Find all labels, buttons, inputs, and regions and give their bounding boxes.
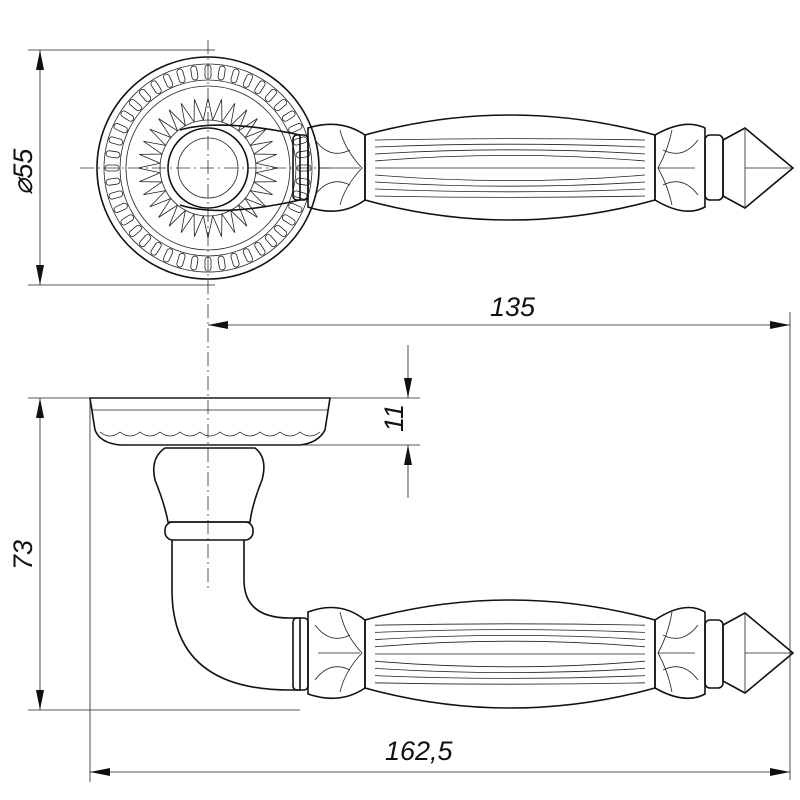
- rosette-bead: [217, 255, 226, 271]
- handle-rib: [374, 149, 646, 155]
- dimension-rosette-height: 11: [28, 345, 420, 498]
- rosette-bead: [295, 177, 311, 186]
- rosette-bead: [113, 123, 128, 134]
- rosette-bead: [120, 110, 135, 122]
- rosette-top-view: [96, 56, 320, 280]
- total-height-label: 73: [8, 540, 38, 570]
- handle-rib: [374, 181, 646, 187]
- rosette-bead: [176, 68, 186, 84]
- rosette-bead: [108, 136, 124, 146]
- handle-rib: [374, 195, 646, 198]
- rosette-bead: [108, 190, 124, 200]
- rosette-bead: [163, 73, 174, 88]
- rosette-bead: [150, 80, 162, 95]
- handle-rib: [374, 143, 646, 148]
- handle-rib: [374, 174, 646, 181]
- rosette-bead: [105, 150, 121, 159]
- lever-side-view: [152, 447, 795, 709]
- rosette-bead: [264, 234, 277, 247]
- handle-rib: [374, 155, 646, 162]
- rosette-bead: [274, 224, 287, 237]
- diameter-label: ⌀55: [8, 148, 38, 195]
- dimension-total-length: 162,5: [89, 398, 790, 782]
- center-lines: [80, 40, 330, 590]
- handle-rib: [374, 675, 646, 679]
- rosette-side-view: [89, 397, 331, 446]
- handle-rib: [374, 623, 646, 626]
- rosette-bead: [129, 99, 142, 112]
- rosette-bead: [204, 256, 212, 272]
- rosette-bead: [242, 248, 253, 263]
- handle-rib: [374, 635, 646, 640]
- handle-rib: [374, 682, 646, 685]
- rosette-bead: [176, 252, 186, 268]
- lever-length-label: 135: [490, 292, 536, 322]
- rosette-bead: [296, 164, 312, 172]
- rosette-bead: [113, 202, 128, 213]
- handle-rib: [374, 188, 646, 193]
- rosette-bead: [105, 177, 121, 186]
- rosette-bead: [120, 214, 135, 226]
- rosette-bead: [104, 164, 120, 172]
- rosette-bead: [204, 64, 212, 80]
- rosette-bead: [230, 68, 240, 84]
- rosette-bead: [274, 99, 287, 112]
- rosette-height-label: 11: [379, 404, 409, 432]
- rosette-bead: [288, 123, 303, 134]
- rosette-bead: [217, 65, 226, 81]
- rosette-bead: [190, 65, 199, 81]
- handle-rib: [374, 668, 646, 673]
- handle-rib: [374, 138, 646, 141]
- rosette-bead: [254, 80, 266, 95]
- rosette-bead: [190, 255, 199, 271]
- total-length-label: 162,5: [385, 736, 454, 766]
- rosette-bead: [281, 214, 296, 226]
- lever-top-view: [179, 114, 795, 221]
- rosette-bead: [150, 241, 162, 256]
- rosette-bead: [230, 252, 240, 268]
- rosette-bead: [242, 73, 253, 88]
- rosette-bead: [139, 89, 152, 102]
- rosette-bead: [254, 241, 266, 256]
- rosette-bead: [281, 110, 296, 122]
- rosette-bead: [295, 150, 311, 159]
- dimension-lever-length: 135: [208, 292, 791, 780]
- rosette-bead: [129, 224, 142, 237]
- rosette-bead: [139, 234, 152, 247]
- rosette-bead: [288, 202, 303, 213]
- dimension-total-height: 73: [8, 398, 300, 711]
- handle-rib: [374, 640, 646, 648]
- handle-rib: [374, 660, 646, 668]
- rosette-bead: [264, 89, 277, 102]
- handle-rib: [374, 629, 646, 633]
- rosette-bead: [163, 248, 174, 263]
- dimension-diameter: ⌀55: [8, 49, 215, 286]
